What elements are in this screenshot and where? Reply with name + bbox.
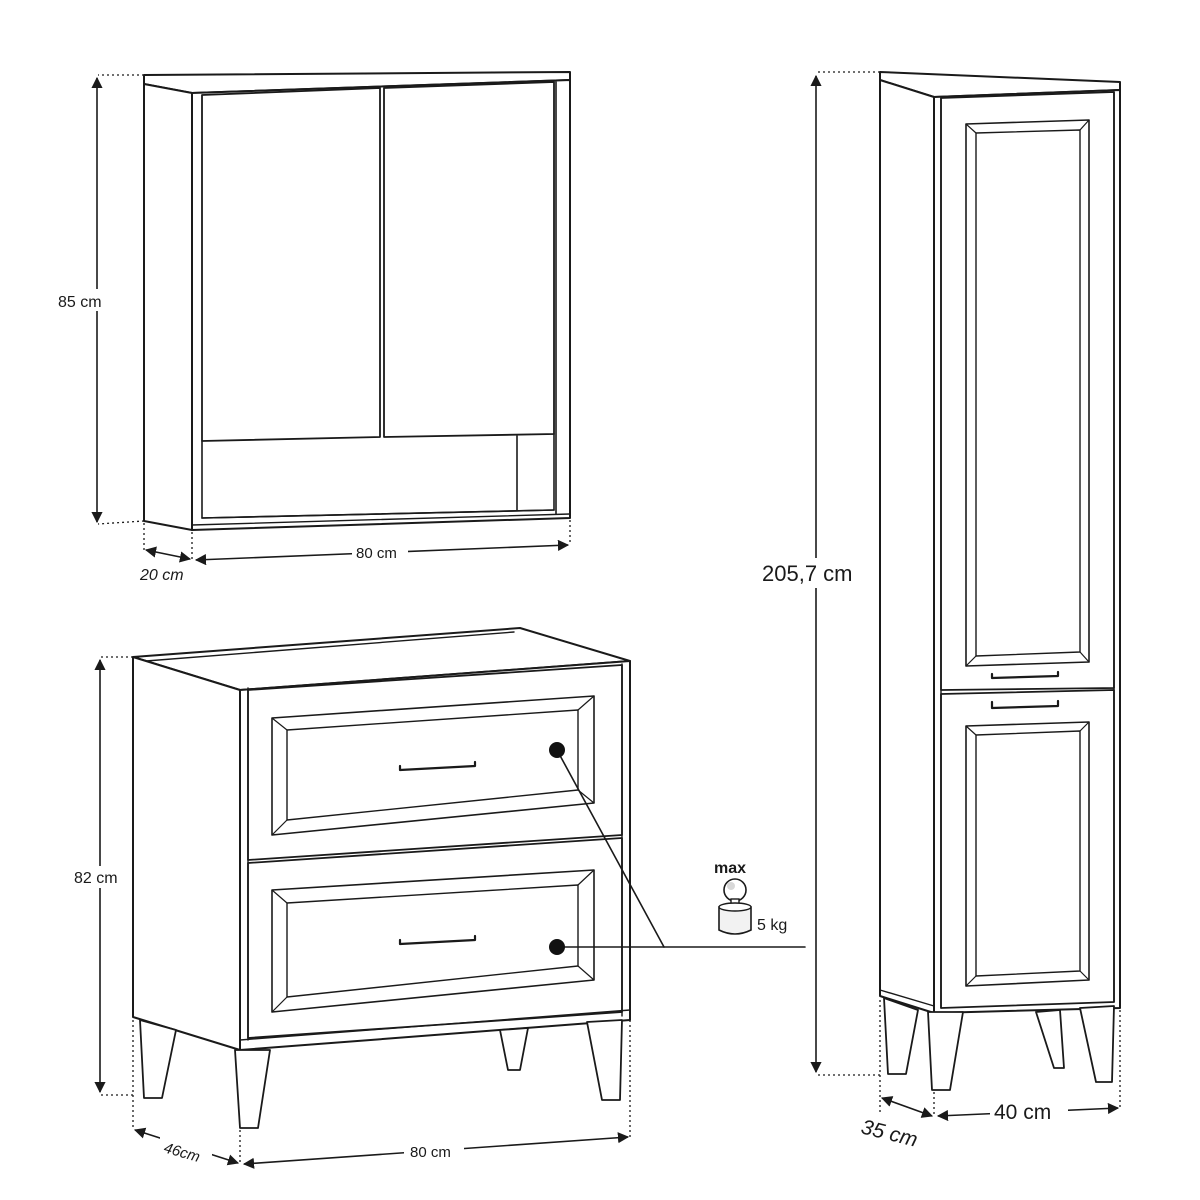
leg bbox=[139, 1019, 177, 1099]
load-point-dot bbox=[549, 939, 565, 955]
chest-width-label: 80 cm bbox=[410, 1144, 451, 1161]
top-drawer bbox=[247, 664, 623, 861]
leg bbox=[499, 1027, 529, 1071]
lower-door-handle bbox=[990, 699, 1060, 710]
tall-cabinet-width-label: 40 cm bbox=[994, 1101, 1051, 1124]
max-label: max bbox=[714, 860, 746, 877]
leg bbox=[234, 1049, 271, 1129]
right-door bbox=[383, 81, 555, 438]
upper-door-handle bbox=[990, 670, 1060, 680]
lower-door bbox=[940, 689, 1115, 1009]
upper-door bbox=[940, 91, 1115, 691]
left-door bbox=[201, 87, 381, 442]
chest-of-drawers: 82 cm 80 cm 46cm bbox=[70, 627, 806, 1169]
leg bbox=[586, 1019, 623, 1101]
wall-cabinet-width-label: 80 cm bbox=[356, 545, 397, 562]
bottom-drawer-handle bbox=[398, 934, 477, 946]
chest-height-label: 82 cm bbox=[74, 870, 118, 887]
load-point-dot bbox=[549, 742, 565, 758]
leg bbox=[1079, 1005, 1115, 1083]
max-load-indicator: max 5 kg bbox=[714, 860, 787, 935]
tall-cabinet-height-label: 205,7 cm bbox=[762, 561, 853, 586]
bottom-drawer bbox=[247, 837, 623, 1039]
tall-cabinet-depth-label: 35 cm bbox=[859, 1116, 920, 1152]
leg bbox=[1035, 1009, 1065, 1069]
max-weight-label: 5 kg bbox=[757, 917, 787, 934]
wall-cabinet: 85 cm 80 cm 20 cm bbox=[52, 71, 571, 584]
tall-cabinet: 205,7 cm 40 cm 35 cm bbox=[760, 71, 1121, 1152]
top-drawer-handle bbox=[398, 760, 477, 772]
wall-cabinet-height-label: 85 cm bbox=[58, 294, 102, 311]
leg bbox=[927, 1011, 964, 1091]
leg bbox=[883, 997, 919, 1075]
wall-cabinet-depth-label: 20 cm bbox=[139, 567, 184, 584]
weight-icon bbox=[718, 878, 752, 935]
